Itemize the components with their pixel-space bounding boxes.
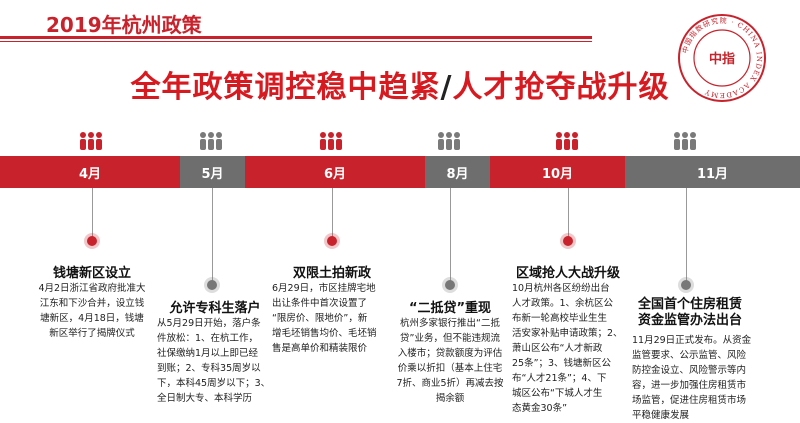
month-segment-11: 11月 — [625, 156, 800, 188]
event-title-june: 双限土拍新政 — [292, 266, 371, 281]
main-title-left: 全年政策调控稳中趋紧 — [130, 70, 441, 105]
timeline-dot — [445, 280, 455, 290]
china-index-academy-seal-icon: 中国指数研究院 · CHINA INDEX ACADEMY 中指 — [678, 14, 766, 102]
people-icon — [200, 132, 222, 150]
timeline-stem — [450, 188, 451, 284]
event-title-august: “二抵贷”重现 — [408, 301, 492, 316]
header-rule — [0, 36, 592, 39]
timeline-dot — [207, 280, 217, 290]
header-rule-thin — [0, 41, 592, 42]
month-segment-8: 8月 — [425, 156, 490, 188]
people-icon — [80, 132, 102, 150]
seal-center-text: 中指 — [709, 51, 735, 67]
timeline-band: 4月 5月 6月 8月 10月 11月 — [0, 156, 800, 188]
event-text-october: 10月杭州各区纷纷出台 人才政策。1、余杭区公 布新一轮高校毕业生生 活安家补贴… — [512, 283, 623, 414]
month-segment-4: 4月 — [0, 156, 180, 188]
timeline-stem — [332, 188, 333, 240]
month-segment-10: 10月 — [490, 156, 625, 188]
event-title-october: 区域抢人大战升级 — [515, 266, 620, 281]
timeline-dot — [563, 236, 573, 246]
people-icon — [674, 132, 696, 150]
year-title: 2019年杭州政策 — [46, 13, 202, 37]
timeline-stem — [212, 188, 213, 284]
people-icon — [556, 132, 578, 150]
event-text-june: 6月29日，市区挂牌宅地 出让条件中首次设置了 “限房价、限地价”，新 增毛坯销… — [272, 283, 377, 354]
main-title-slash: / — [440, 70, 453, 105]
timeline-dot — [681, 280, 691, 290]
event-text-august: 杭州多家银行推出“二抵 贷”业务，但不能违规流 入楼市；贷款额度为评估 价乘以折… — [396, 318, 504, 404]
main-title: 全年政策调控稳中趋紧/人才抢夺战升级 — [0, 62, 800, 106]
timeline-stem — [568, 188, 569, 240]
month-segment-6: 6月 — [245, 156, 425, 188]
event-text-april: 4月2日浙江省政府批准大 江东和下沙合并，设立钱 塘新区，4月18日，钱塘 新区… — [38, 283, 146, 339]
timeline-dot — [87, 236, 97, 246]
timeline-dot — [327, 236, 337, 246]
event-title-november: 全国首个住房租赁 资金监管办法出台 — [637, 297, 742, 328]
people-icon — [438, 132, 460, 150]
event-text-november: 11月29日正式发布。从资金 监管要求、公示监管、风险 防控金设立、风险警示等内… — [632, 335, 752, 421]
timeline-stem — [92, 188, 93, 240]
people-icon — [320, 132, 342, 150]
event-text-may: 从5月29日开始，落户条 件放松：1、在杭工作， 社保缴纳1月以上即已经 到账；… — [157, 318, 271, 404]
month-segment-5: 5月 — [180, 156, 245, 188]
event-title-april: 钱塘新区设立 — [52, 266, 131, 281]
timeline-stem — [686, 188, 687, 284]
event-title-may: 允许专科生落户 — [169, 301, 261, 316]
main-title-right: 人才抢夺战升级 — [452, 70, 670, 105]
